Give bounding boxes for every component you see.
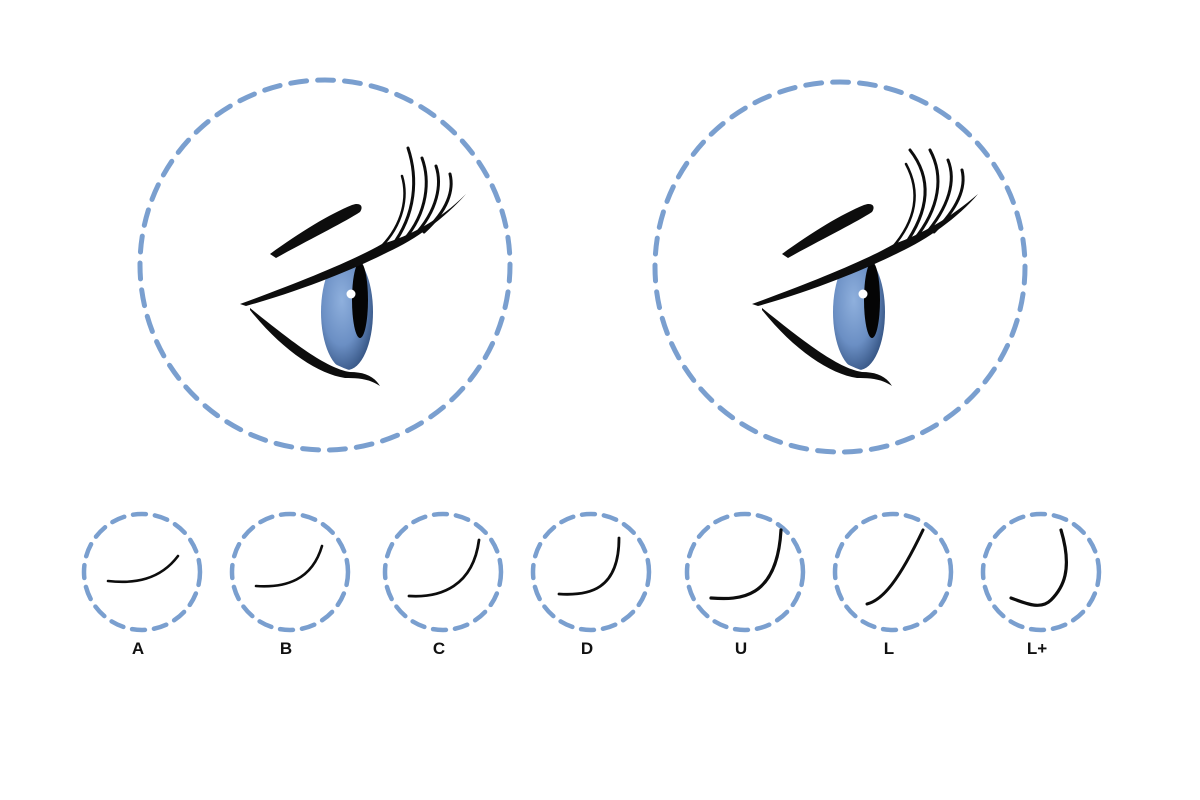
eye-right-lower-lid: [762, 308, 892, 386]
eye-right-highlight: [858, 289, 868, 299]
curl-lash-shape: [407, 538, 481, 598]
eye-left-lower-lid: [250, 308, 380, 386]
curl-lash-shape: [709, 528, 783, 601]
curl-dashed-circle: [530, 511, 652, 633]
curl-label: C: [432, 639, 446, 658]
eye-left-pupil: [352, 262, 368, 338]
curl-l-plus: [980, 511, 1102, 633]
curl-lash-shape: [1009, 528, 1069, 607]
eye-right-lashes: [890, 148, 965, 250]
curl-b: [229, 511, 351, 633]
eye-left-iris: [321, 254, 373, 370]
curl-label: U: [734, 639, 748, 658]
eye-left-lashes: [378, 146, 453, 250]
curl-a: [81, 511, 203, 633]
eye-right-dashed-circle: [652, 79, 1028, 455]
curl-lash-shape: [557, 536, 621, 596]
curl-dashed-circle: [684, 511, 806, 633]
curl-d: [530, 511, 652, 633]
curl-c: [382, 511, 504, 633]
curl-label: B: [279, 639, 293, 658]
eye-left: [137, 77, 513, 453]
eye-right-iris: [833, 254, 885, 370]
eye-right-pupil: [864, 262, 880, 338]
curl-lash-shape: [106, 554, 180, 584]
curl-label: L: [883, 639, 895, 658]
eye-left-crease: [270, 203, 362, 258]
curl-u: [684, 511, 806, 633]
curl-chart: [81, 511, 1102, 633]
eye-right-crease: [782, 203, 874, 258]
curl-label: L+: [1026, 639, 1048, 658]
curl-l: [832, 511, 954, 633]
curl-dashed-circle: [382, 511, 504, 633]
curl-lash-shape: [865, 528, 925, 606]
curl-lash-shape: [254, 544, 324, 588]
curl-dashed-circle: [229, 511, 351, 633]
curl-dashed-circle: [980, 511, 1102, 633]
curl-dashed-circle: [81, 511, 203, 633]
eye-left-dashed-circle: [137, 77, 513, 453]
eye-right: [652, 79, 1028, 455]
curl-label: A: [131, 639, 145, 658]
curl-dashed-circle: [832, 511, 954, 633]
curl-label: D: [580, 639, 594, 658]
eye-left-highlight: [346, 289, 356, 299]
